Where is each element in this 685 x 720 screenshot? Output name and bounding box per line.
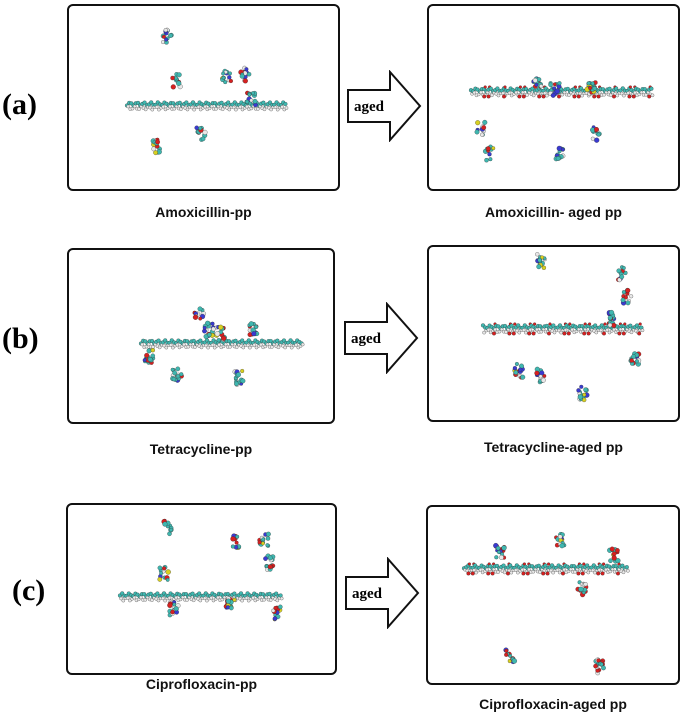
drug-molecule <box>593 657 606 676</box>
drug-molecule <box>548 81 562 98</box>
drug-molecule <box>628 351 642 367</box>
panel-tetracycline-aged-pp <box>427 245 680 422</box>
drug-molecule <box>535 252 547 270</box>
drug-molecule <box>232 369 246 387</box>
drug-molecule <box>157 564 171 582</box>
drug-molecule <box>263 553 276 572</box>
molecular-scene <box>468 76 655 163</box>
molecular-scene <box>117 518 284 622</box>
drug-molecule <box>244 90 258 108</box>
panel-tetracycline-pp <box>67 248 335 424</box>
panel-ciprofloxacin-aged-pp <box>426 505 680 685</box>
row-label-c: (c) <box>12 574 46 607</box>
drug-molecule <box>202 320 216 340</box>
drug-molecule <box>616 265 628 283</box>
drug-molecule <box>575 580 589 598</box>
drug-molecule <box>170 72 183 90</box>
molecular-scene <box>138 306 305 387</box>
drug-molecule <box>576 384 590 403</box>
drug-molecule <box>223 596 237 611</box>
drug-molecule <box>483 144 496 163</box>
aged-arrow: aged <box>344 302 419 374</box>
drug-molecule <box>553 145 566 162</box>
drug-molecule <box>503 647 518 665</box>
drug-molecule <box>584 80 598 96</box>
caption-left: Amoxicillin-pp <box>155 204 252 220</box>
polymer-chain <box>480 322 645 336</box>
drug-molecule <box>194 125 208 142</box>
drug-molecule <box>230 533 242 550</box>
drug-molecule <box>220 68 233 85</box>
polymer-chain <box>117 591 284 603</box>
drug-molecule <box>238 65 252 84</box>
polymer-chain <box>468 85 655 99</box>
drug-molecule <box>167 599 181 618</box>
drug-molecule <box>474 119 488 137</box>
drug-molecule <box>257 531 271 548</box>
drug-molecule <box>512 362 526 380</box>
aged-arrow: aged <box>345 557 420 629</box>
drug-molecule <box>620 287 634 306</box>
row-label-a: (a) <box>2 88 37 121</box>
polymer-chain <box>124 100 289 112</box>
drug-molecule <box>170 366 184 383</box>
arrow-label: aged <box>352 586 383 602</box>
drug-molecule <box>271 604 283 622</box>
drug-molecule <box>531 76 544 89</box>
drug-molecule <box>534 366 547 385</box>
row-label-b: (b) <box>2 322 39 355</box>
drug-molecule <box>192 306 206 321</box>
polymer-chain <box>138 338 305 350</box>
caption-left: Ciprofloxacin-pp <box>145 676 258 692</box>
caption-right: Tetracycline-aged pp <box>483 439 623 455</box>
arrow-label: aged <box>351 331 382 347</box>
molecular-scene <box>480 252 645 403</box>
drug-molecule <box>161 518 174 537</box>
arrow-label: aged <box>354 99 385 115</box>
drug-molecule <box>554 532 567 549</box>
molecular-scene <box>124 27 289 156</box>
panel-ciprofloxacin-pp <box>66 503 337 675</box>
caption-right: Ciprofloxacin-aged pp <box>479 696 627 712</box>
molecular-scene <box>461 532 630 676</box>
caption-left: Tetracycline-pp <box>149 441 253 457</box>
panel-amoxicillin-pp <box>67 4 340 191</box>
polymer-chain <box>461 562 630 576</box>
drug-molecule <box>607 546 621 564</box>
drug-molecule <box>247 321 260 338</box>
drug-molecule <box>150 137 162 156</box>
panel-amoxicillin-aged-pp <box>427 4 680 191</box>
drug-molecule <box>606 309 617 328</box>
drug-molecule <box>590 125 602 143</box>
caption-right: Amoxicillin- aged pp <box>485 204 622 220</box>
drug-molecule <box>493 542 507 560</box>
drug-molecule <box>142 348 156 365</box>
drug-molecule <box>160 27 174 45</box>
aged-arrow: aged <box>347 70 422 142</box>
drug-molecule <box>214 324 227 343</box>
